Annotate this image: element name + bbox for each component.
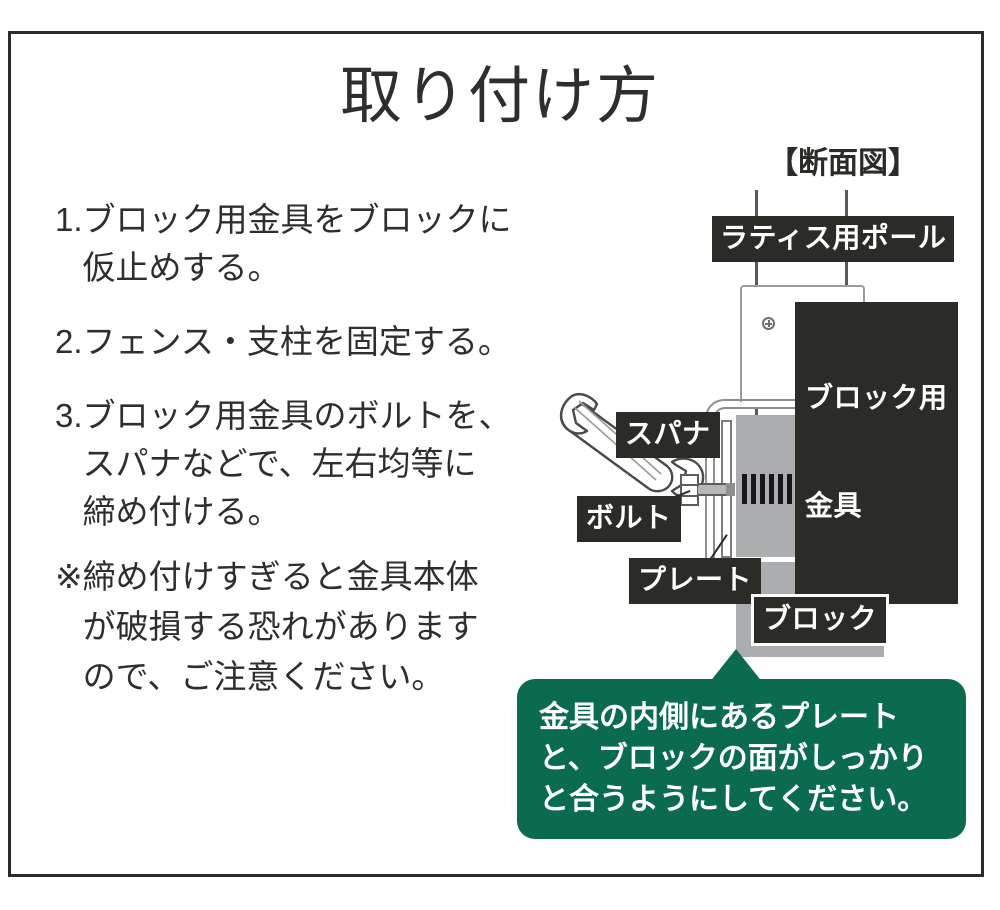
step-number: 3. bbox=[55, 397, 83, 434]
caution-note: ※ 締め付けすぎると金具本体 が破損する恐れがあります ので、ご注意ください。 bbox=[55, 552, 575, 702]
note-text: 締め付けすぎると金具本体 が破損する恐れがあります ので、ご注意ください。 bbox=[83, 552, 479, 702]
label-plate: プレート bbox=[629, 558, 762, 604]
note-text-line: ので、ご注意ください。 bbox=[82, 658, 445, 695]
label-block-fitting: ブロック用 金具 bbox=[795, 302, 958, 604]
callout-text-line: 金具の内側にあるプレート bbox=[539, 701, 899, 734]
step-number: 1. bbox=[55, 201, 83, 238]
step-number: 2. bbox=[55, 323, 83, 360]
callout-tail bbox=[709, 649, 763, 683]
callout-text-line: と合うようにしてください。 bbox=[539, 783, 928, 816]
step-item: 3. ブロック用金具のボルトを、 スパナなどで、左右均等に 締め付ける。 bbox=[55, 392, 555, 536]
step-text: ブロック用金具のボルトを、 スパナなどで、左右均等に 締め付ける。 bbox=[83, 392, 512, 536]
bolt-shaft-shape bbox=[698, 483, 728, 496]
label-block: ブロック bbox=[751, 594, 890, 646]
label-bolt: ボルト bbox=[577, 496, 681, 542]
bolt-head-facet-line bbox=[680, 484, 699, 486]
label-block-fitting-line2: 金具 bbox=[805, 490, 863, 521]
bolt-head-facet-line bbox=[680, 495, 699, 497]
note-text-line: 締め付けすぎると金具本体 bbox=[82, 558, 479, 595]
label-block-fitting-line1: ブロック用 bbox=[805, 382, 948, 413]
callout-text-line: と、ブロックの面がしっかり bbox=[539, 742, 928, 775]
step-text-line: フェンス・支柱を固定する。 bbox=[82, 323, 511, 360]
step-item: 2. フェンス・支柱を固定する。 bbox=[55, 318, 555, 366]
step-text-line: 締め付ける。 bbox=[82, 493, 281, 530]
bolt-tip-shape bbox=[726, 483, 735, 496]
label-lattice-pole: ラティス用ポール bbox=[712, 216, 955, 262]
note-mark-icon: ※ bbox=[55, 558, 83, 595]
page-title: 取り付け方 bbox=[339, 62, 660, 131]
callout-text: 金具の内側にあるプレート と、ブロックの面がしっかり と合うようにしてください。 bbox=[539, 697, 947, 820]
step-item: 1. ブロック用金具をブロックに 仮止めする。 bbox=[55, 196, 555, 292]
screw-icon bbox=[762, 317, 775, 330]
step-text-line: ブロック用金具のボルトを、 bbox=[82, 397, 512, 434]
step-text-line: 仮止めする。 bbox=[82, 249, 281, 286]
diagram-section-title: 【断面図】 bbox=[768, 147, 918, 180]
step-text-line: ブロック用金具をブロックに bbox=[82, 201, 512, 238]
note-text-line: が破損する恐れがあります bbox=[82, 608, 479, 645]
step-text: フェンス・支柱を固定する。 bbox=[83, 318, 511, 366]
label-spanner: スパナ bbox=[616, 412, 720, 458]
cross-section-diagram: 【断面図】 bbox=[540, 130, 970, 860]
steps-list: 1. ブロック用金具をブロックに 仮止めする。 2. フェンス・支柱を固定する。… bbox=[55, 196, 555, 562]
step-text: ブロック用金具をブロックに 仮止めする。 bbox=[83, 196, 512, 292]
step-text-line: スパナなどで、左右均等に bbox=[82, 445, 477, 482]
callout-box: 金具の内側にあるプレート と、ブロックの面がしっかり と合うようにしてください。 bbox=[517, 679, 966, 839]
